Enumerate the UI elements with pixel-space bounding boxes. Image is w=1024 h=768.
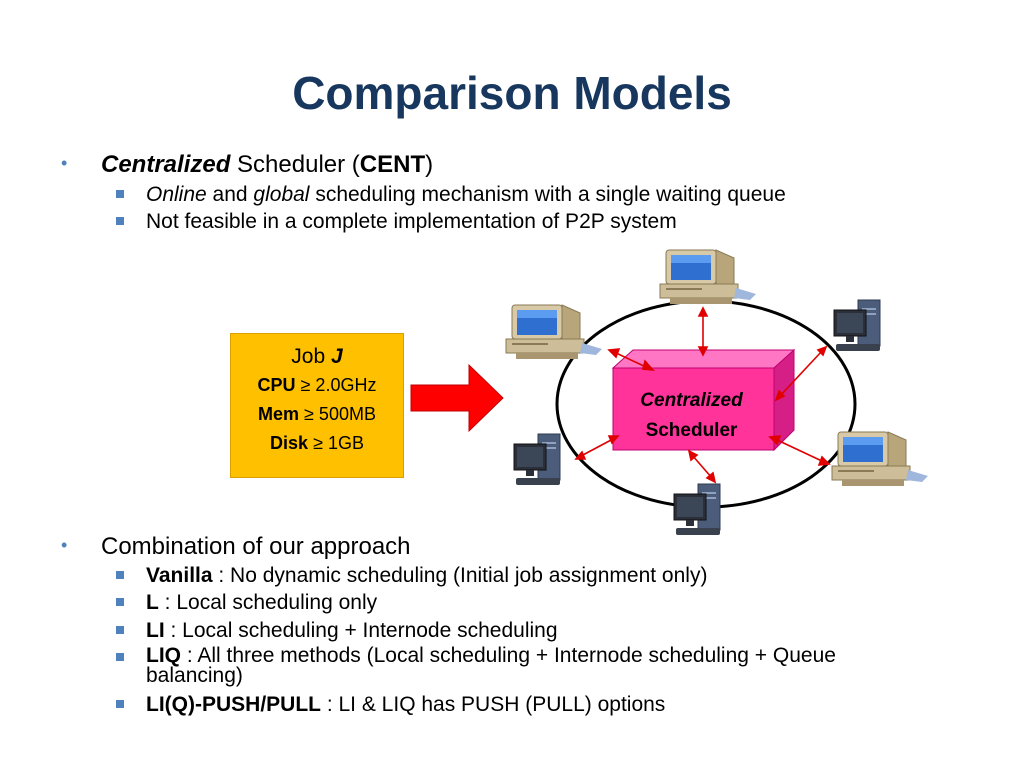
approach-item: Vanilla : No dynamic scheduling (Initial… — [116, 564, 708, 588]
subbullet-not-feasible: Not feasible in a complete implementatio… — [116, 210, 677, 234]
computer-icon — [831, 431, 929, 487]
bullet-square — [116, 700, 124, 708]
approach-text: : Local scheduling only — [158, 591, 378, 614]
job-submit-arrow — [410, 363, 504, 433]
approach-text: : No dynamic scheduling (Initial job ass… — [212, 564, 708, 587]
approach-item: LI(Q)-PUSH/PULL : LI & LIQ has PUSH (PUL… — [116, 693, 666, 717]
approach-label: LI — [146, 619, 165, 642]
scheduler-text: Scheduler ( — [230, 151, 360, 178]
approach-label: L — [146, 591, 159, 614]
job-title: Job J — [291, 345, 343, 368]
approach-text: : All three methods (Local scheduling + … — [146, 644, 836, 687]
approach-item: LIQ : All three methods (Local schedulin… — [116, 644, 926, 687]
bullet-dot: • — [61, 153, 68, 173]
bullet-square — [116, 190, 124, 198]
global-term: global — [253, 183, 310, 206]
job-mem: Mem ≥ 500MB — [258, 404, 376, 424]
computer-icon — [673, 483, 721, 536]
computer-icon — [833, 299, 881, 352]
computer-icon — [659, 249, 757, 305]
centralized-term: Centralized — [101, 151, 231, 178]
approach-item: LI : Local scheduling + Internode schedu… — [116, 619, 558, 643]
bullet-centralized: • Centralized Scheduler (CENT) — [61, 151, 434, 179]
scheduler-box — [611, 348, 796, 452]
online-term: Online — [146, 183, 207, 206]
scheduler-line1: Centralized — [640, 390, 743, 411]
scheduler-line2: Scheduler — [645, 420, 738, 441]
bullet-square — [116, 571, 124, 579]
job-disk: Disk ≥ 1GB — [270, 433, 364, 453]
and-text: and — [206, 183, 254, 206]
slide-title: Comparison Models — [292, 67, 732, 119]
cent-term: CENT — [359, 151, 426, 178]
approach-text: : Local scheduling + Internode schedulin… — [164, 619, 558, 642]
bullet-combination: • Combination of our approach — [61, 533, 411, 561]
bullet-square — [116, 626, 124, 634]
bullet-square — [116, 653, 124, 661]
bullet-dot: • — [61, 535, 68, 555]
paren-close: ) — [425, 151, 434, 178]
subbullet-online-global: Online and global scheduling mechanism w… — [116, 183, 786, 207]
link-arrows — [574, 306, 831, 484]
approach-label: LI(Q)-PUSH/PULL — [146, 693, 321, 716]
approach-text: : LI & LIQ has PUSH (PULL) options — [320, 693, 666, 716]
job-requirements-box: Job J CPU ≥ 2.0GHz Mem ≥ 500MB Disk ≥ 1G… — [230, 333, 404, 478]
approach-label: Vanilla — [146, 564, 213, 587]
approach-item: L : Local scheduling only — [116, 591, 378, 615]
computer-icon — [513, 433, 561, 486]
computer-icon — [505, 304, 603, 360]
bullet-square — [116, 217, 124, 225]
approach-label: LIQ — [146, 644, 181, 667]
bullet-square — [116, 598, 124, 606]
combination-text: Combination of our approach — [101, 533, 411, 560]
job-cpu: CPU ≥ 2.0GHz — [257, 375, 377, 395]
subbullet-text: Not feasible in a complete implementatio… — [146, 210, 677, 233]
scheduler-label: Centralized Scheduler — [614, 386, 769, 446]
subbullet-rest: scheduling mechanism with a single waiti… — [309, 183, 786, 206]
